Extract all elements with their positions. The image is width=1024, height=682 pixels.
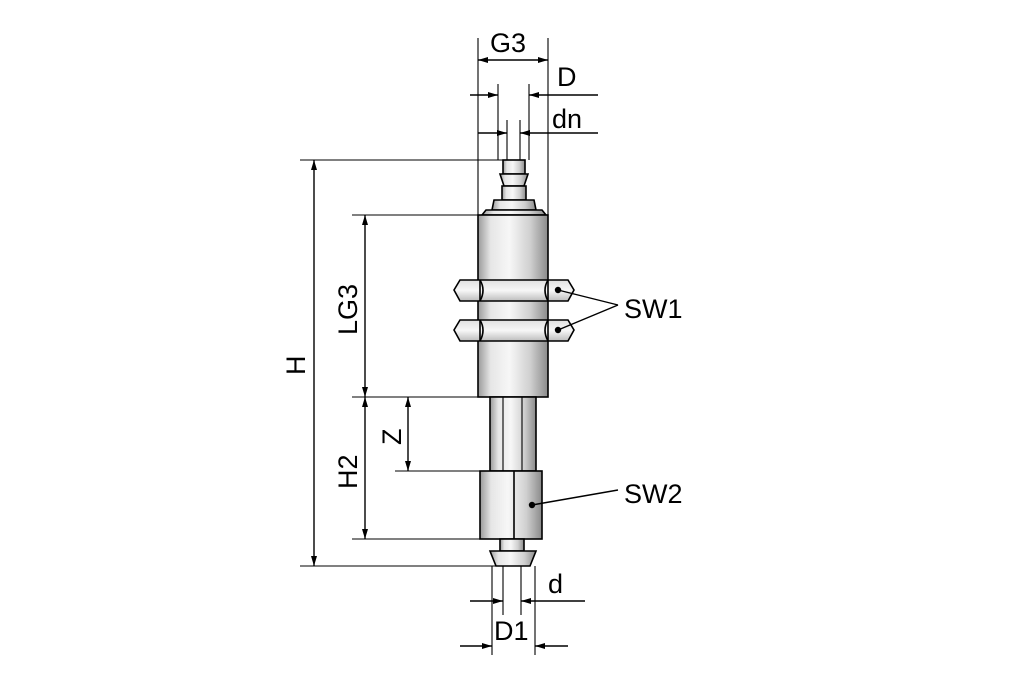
extension-lines [300, 38, 549, 655]
bottom-fitting [488, 538, 538, 615]
label-z: Z [377, 429, 407, 446]
dimension-labels: G3 D dn H LG3 SW1 Z H2 SW2 d D1 [281, 28, 683, 646]
vacuum-pad-body [453, 159, 575, 615]
leader-lines [528, 286, 619, 509]
label-sw2: SW2 [624, 479, 683, 509]
label-h2: H2 [333, 454, 363, 489]
label-g3: G3 [490, 28, 526, 58]
threaded-cylinder [477, 214, 549, 398]
hose-barb [480, 159, 548, 216]
label-d-small: d [548, 569, 563, 599]
label-sw1: SW1 [624, 294, 683, 324]
label-lg3: LG3 [333, 284, 363, 335]
label-h: H [281, 356, 311, 376]
label-d-outer: D [557, 62, 577, 92]
lock-nut-upper [453, 279, 575, 302]
lock-nut-lower [453, 319, 575, 342]
label-d1: D1 [494, 616, 529, 646]
label-dn: dn [552, 104, 582, 134]
plunger-rod [489, 396, 537, 472]
dimension-lines [311, 57, 598, 649]
